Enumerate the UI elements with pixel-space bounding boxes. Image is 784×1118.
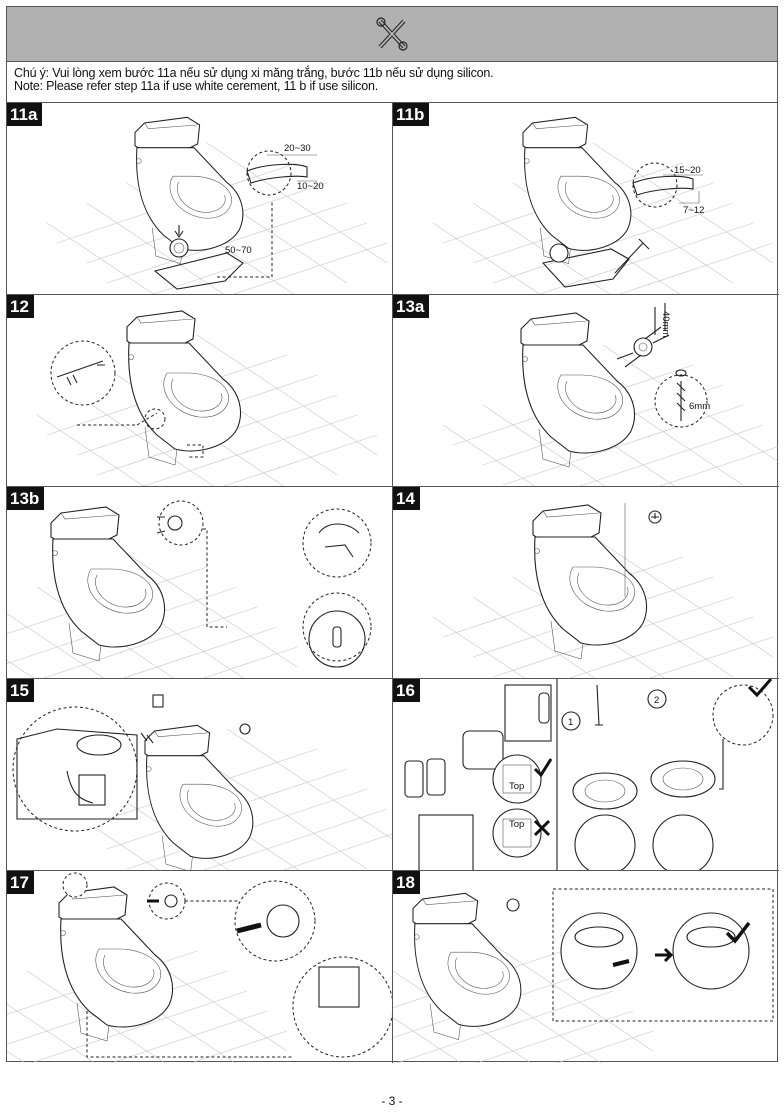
- dimension-label: 10~20: [297, 181, 324, 192]
- page-number: - 3 -: [381, 1094, 403, 1108]
- wrench-screwdriver-tools-icon: [376, 17, 408, 51]
- note-vietnamese: Chú ý: Vui lòng xem bước 11a nếu sử dụng…: [14, 66, 494, 80]
- step-label: 11a: [7, 103, 43, 126]
- battery-orientation-text: Top: [509, 781, 524, 792]
- usage-note: Chú ý: Vui lòng xem bước 11a nếu sử dụng…: [6, 62, 778, 102]
- step-12-illustration: [36, 310, 378, 486]
- dimension-label: 20~30: [284, 143, 311, 154]
- step-label: 11b: [393, 103, 430, 126]
- step-17-illustration: [7, 872, 392, 1063]
- step-16-panel: 16 Top Top 1 2: [393, 679, 779, 871]
- step-18-illustration: [393, 888, 774, 1063]
- step-13a-illustration: 40mm 6mm: [442, 303, 779, 486]
- step-16-illustration: Top Top 1 2: [404, 679, 774, 870]
- step-13b-panel: 13b: [7, 487, 393, 679]
- step-13b-illustration: [7, 500, 372, 678]
- step-13a-panel: 13a 40mm 6mm: [393, 295, 779, 487]
- step-15-panel: 15: [7, 679, 393, 871]
- step-label: 16: [393, 679, 420, 702]
- step-label: 17: [7, 871, 34, 894]
- step-label: 13b: [7, 487, 45, 510]
- step-14-panel: 14: [393, 487, 779, 679]
- step-11a-illustration: 20~30 10~20 50~70: [46, 116, 388, 294]
- battery-orientation-text: Top: [509, 819, 524, 830]
- step-14-illustration: [432, 503, 774, 678]
- dimension-label: 15~20: [674, 165, 701, 176]
- step-label: 15: [7, 679, 34, 702]
- step-18-panel: 18: [393, 871, 779, 1063]
- step-label: 13a: [393, 295, 430, 318]
- step-label: 12: [7, 295, 34, 318]
- step-15-illustration: [12, 694, 392, 870]
- steps-grid: 11a 20~30 10~20 50~70 11b 15: [6, 102, 779, 1063]
- dimension-label: 50~70: [225, 245, 252, 256]
- dimension-label: 40mm: [660, 311, 671, 337]
- step-label: 14: [393, 487, 420, 510]
- substep-number: 2: [654, 695, 659, 706]
- header-bar: [6, 6, 778, 62]
- step-11a-panel: 11a 20~30 10~20 50~70: [7, 103, 393, 295]
- dimension-label: 7~12: [683, 205, 704, 216]
- step-11b-panel: 11b 15~20 7~12: [393, 103, 779, 295]
- note-english: Note: Please refer step 11a if use white…: [14, 79, 379, 93]
- step-12-panel: 12: [7, 295, 393, 487]
- step-label: 18: [393, 871, 420, 894]
- step-11b-illustration: 15~20 7~12: [432, 116, 774, 294]
- step-17-panel: 17: [7, 871, 393, 1063]
- substep-number: 1: [568, 717, 573, 728]
- dimension-label: 6mm: [689, 401, 710, 412]
